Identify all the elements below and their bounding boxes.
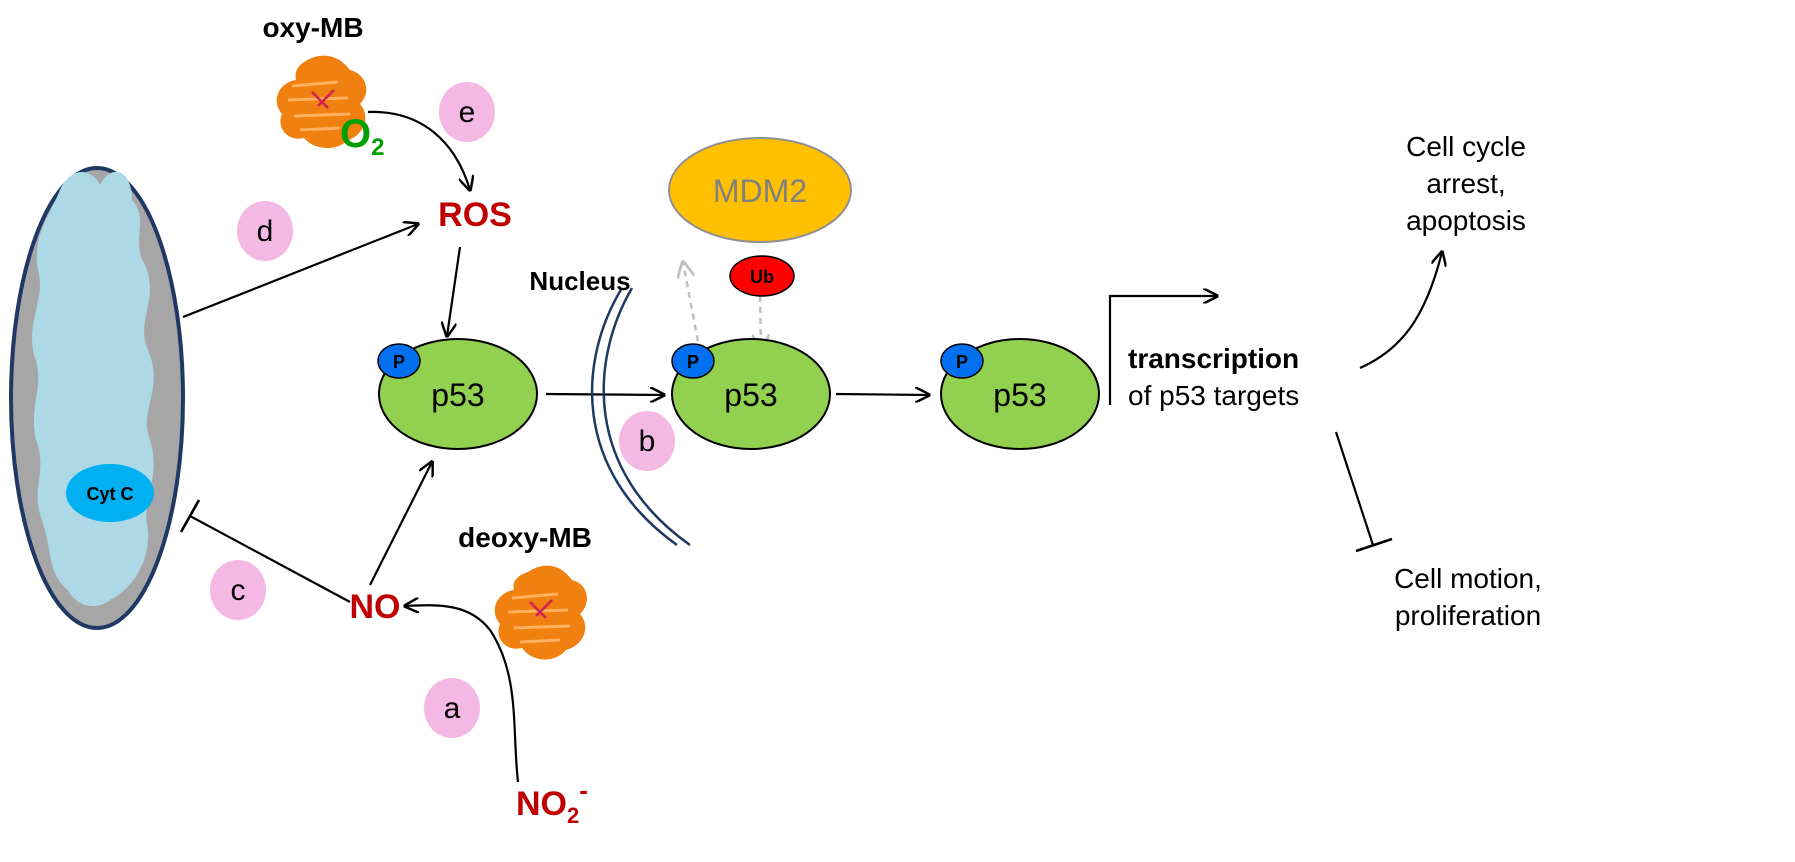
ub-label: Ub [750,267,774,287]
phospho-nuclear-label: P [687,352,699,372]
inhibit-to-proliferation [1334,431,1375,546]
p53-nuclear-label: p53 [724,377,777,413]
transcription-label: transcription [1128,343,1299,374]
deoxy-mb-protein-structure [494,565,587,660]
nucleus-label: Nucleus [529,266,630,296]
cyt-c-oval [66,464,154,522]
dashed-arrow-p53-to-mdm2 [683,262,702,353]
outcome-cell-cycle-line1: Cell cycle [1406,131,1526,162]
arrow-no-to-p53 [369,462,432,586]
nitrite-label: NO2- [516,775,588,828]
deoxy-mb-label: deoxy-MB [458,522,592,553]
step-e-badge [439,82,495,142]
mitochondrion-inner [32,171,154,607]
step-e-label: e [459,96,476,129]
arrow-mito-to-ros [182,224,418,319]
ros-label: ROS [438,196,512,234]
no-label: NO [350,588,401,626]
outcome-motion-line1: Cell motion, [1394,563,1542,594]
step-c-badge [210,560,266,620]
p53-cytoplasm-label: p53 [431,377,484,413]
p53-targets-label: of p53 targets [1128,380,1299,411]
mitochondrion [9,166,185,630]
inhibit-no-to-mito-bar [179,499,201,533]
phospho-cytoplasm-label: P [393,352,405,372]
transcription-start-arrow [1108,296,1217,405]
step-b-badge [619,411,675,471]
phospho-nuclear-oval [671,343,715,379]
mdm2-oval [668,137,852,243]
outcome-cell-cycle-line2: arrest, [1426,168,1505,199]
arrow-to-apoptosis [1359,252,1442,370]
phospho-active-label: P [956,352,968,372]
oxy-mb-label: oxy-MB [262,12,363,43]
phospho-active-oval [940,343,984,379]
p53-active-label: p53 [993,377,1046,413]
outcome-cell-cycle-line3: apoptosis [1406,205,1526,236]
step-a-badge [424,678,480,738]
cyt-c-label: Cyt C [86,484,133,504]
arrow-nitrite-to-no [405,605,520,783]
inhibit-no-to-mito [189,515,351,603]
step-c-label: c [231,574,246,607]
step-d-label: d [257,215,274,248]
phospho-cytoplasm-oval [377,343,421,379]
arrow-ros-to-p53 [447,246,462,336]
arrow-oxymb-to-ros [367,110,470,190]
mdm2-label: MDM2 [713,173,807,209]
step-d-badge [237,201,293,261]
ub-oval [729,255,795,297]
inhibit-to-proliferation-bar [1355,537,1393,553]
step-a-label: a [444,692,461,725]
o2-label: O2 [340,112,384,161]
arrow-nuclear-p53-to-active [835,394,929,395]
oxy-mb-protein-structure [276,55,367,149]
outcome-motion-line2: proliferation [1395,600,1541,631]
nuclear-membrane [590,287,691,547]
step-b-label: b [639,425,656,458]
